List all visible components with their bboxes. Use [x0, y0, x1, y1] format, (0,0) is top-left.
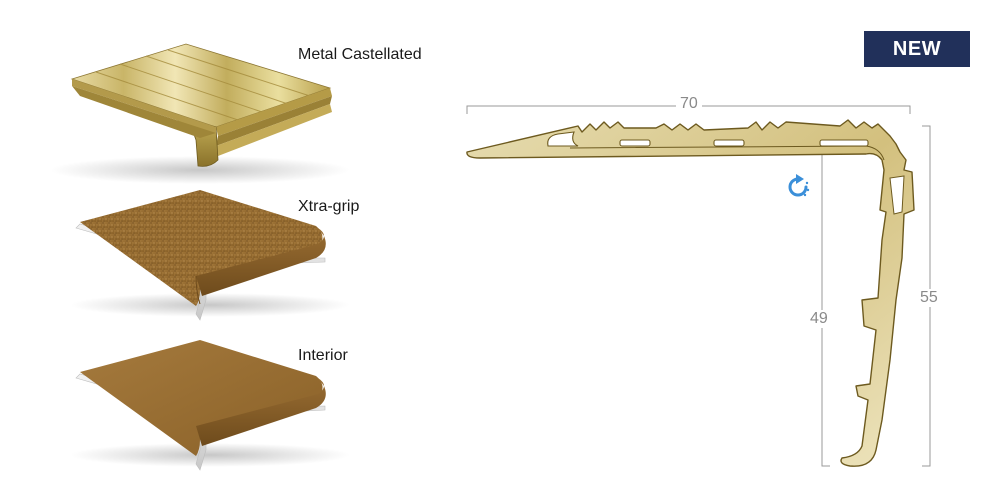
- product-label-interior: Interior: [298, 347, 348, 364]
- xtra-grip-tread-image: [70, 190, 350, 321]
- profile-cross-section: [466, 105, 931, 467]
- product-label-metal-castellated: Metal Castellated: [298, 46, 422, 63]
- dimension-lines: [466, 105, 931, 467]
- dimension-outer-height: 55: [916, 289, 942, 307]
- product-label-xtra-grip: Xtra-grip: [298, 198, 360, 215]
- new-badge: NEW: [864, 31, 970, 67]
- rotate-icon: [788, 174, 810, 197]
- dimension-top-width: 70: [676, 95, 702, 113]
- interior-tread-image: [70, 340, 350, 471]
- metal-castellated-tread-image: [50, 43, 350, 184]
- dimension-inner-height: 49: [806, 310, 832, 328]
